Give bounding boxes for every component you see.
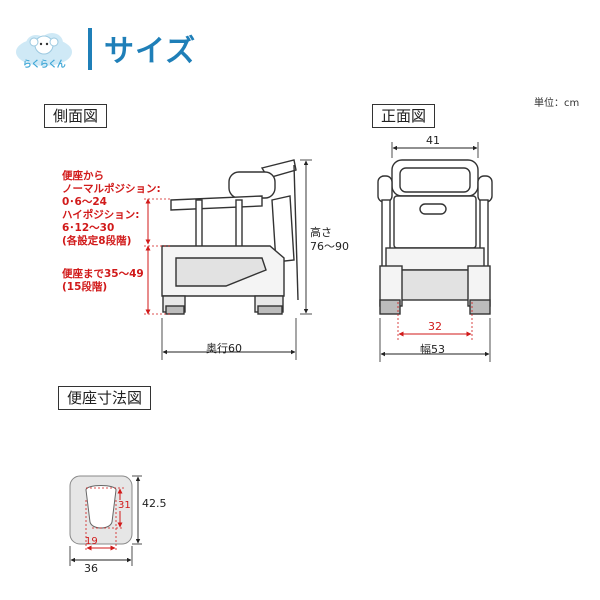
opening-width-value: 19 bbox=[85, 536, 98, 547]
inner-width-value: 32 bbox=[428, 320, 442, 333]
seat-adjust-notes: 便座から ノーマルポジション: 0･6～24 ハイポジション: 6･12～30 … bbox=[62, 170, 161, 248]
width-label: 幅53 bbox=[420, 343, 445, 356]
height-value: 76～90 bbox=[310, 240, 349, 253]
page-title: サイズ bbox=[104, 34, 197, 69]
front-view-dimensions bbox=[379, 142, 491, 362]
normal-position-values: 0･6～24 bbox=[62, 196, 107, 208]
height-label: 高さ bbox=[310, 226, 332, 239]
side-view-label: 側面図 bbox=[44, 104, 108, 128]
seat-from-heading: 便座から bbox=[62, 170, 104, 182]
seat-height-label: 便座まで35～49 bbox=[62, 268, 144, 280]
brand-name: らくらくん bbox=[22, 60, 66, 70]
seat-height-notes: 便座まで35～49 (15段階) bbox=[62, 268, 144, 294]
high-position-values: 6･12～30 bbox=[62, 222, 115, 234]
normal-position-heading: ノーマルポジション: bbox=[62, 183, 161, 195]
steps-note: (各設定8段階) bbox=[62, 235, 132, 247]
high-position-heading: ハイポジション: bbox=[62, 209, 140, 221]
side-view-drawing bbox=[161, 159, 299, 315]
front-view-label: 正面図 bbox=[372, 104, 436, 128]
unit-label: 単位：cm bbox=[534, 98, 580, 109]
front-view-drawing bbox=[377, 159, 493, 315]
title-accent-bar bbox=[88, 28, 92, 70]
side-view-dimensions bbox=[144, 159, 312, 360]
seat-dimension-drawing bbox=[69, 475, 142, 566]
overall-length-value: 42.5 bbox=[142, 497, 167, 510]
height-dimension: 高さ 76～90 bbox=[310, 226, 349, 254]
brand-logo: らくらくん bbox=[12, 28, 76, 74]
overall-width-value: 36 bbox=[84, 562, 98, 575]
depth-label: 奥行60 bbox=[206, 342, 242, 355]
seat-height-steps: (15段階) bbox=[62, 281, 108, 293]
opening-height-value: 31 bbox=[118, 500, 131, 511]
top-width-value: 41 bbox=[426, 134, 440, 147]
cloud-mascot-icon bbox=[16, 33, 72, 66]
seat-view-label: 便座寸法図 bbox=[58, 386, 152, 410]
